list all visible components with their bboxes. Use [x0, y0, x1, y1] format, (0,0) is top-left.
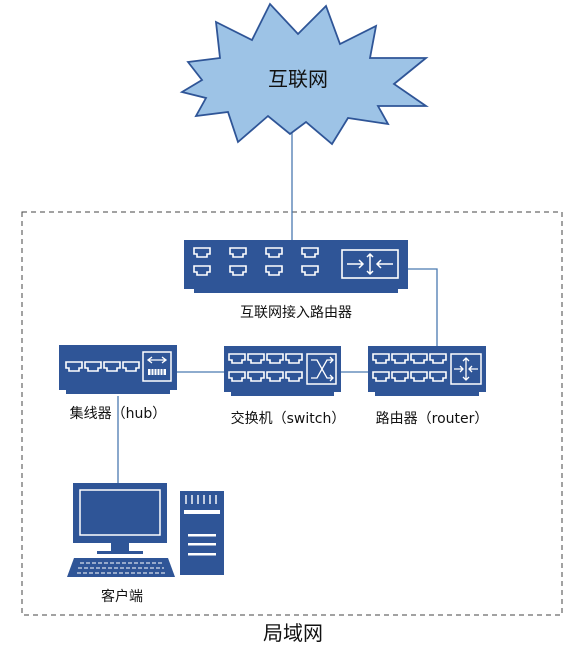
internet-label: 互联网 [268, 67, 328, 91]
crossed-arrows-icon [306, 353, 337, 385]
internet-cloud: 互联网 [179, 2, 429, 146]
link-access-router-router [408, 268, 438, 346]
router-label: 路由器（router） [376, 411, 489, 427]
lan-label: 局域网 [263, 621, 323, 645]
switch-label: 交换机（switch） [231, 410, 346, 427]
router-base [375, 392, 479, 396]
router-arrows-icon [450, 353, 482, 385]
switch-device: 交换机（switch） [224, 346, 345, 427]
access-router-device: 互联网接入路由器 [184, 240, 408, 321]
hub-base [66, 390, 170, 394]
cloud-shape [179, 2, 429, 146]
hub-device: 集线器（hub） [59, 345, 177, 422]
router-device: 路由器（router） [368, 346, 488, 427]
client-label: 客户端 [101, 588, 143, 605]
hub-icon [142, 351, 172, 382]
client-device: 客户端 [67, 483, 224, 605]
links [117, 130, 438, 483]
arrows-in-icon [341, 249, 399, 279]
keyboard-icon [67, 558, 175, 577]
switch-base [231, 392, 334, 396]
access-router-body [184, 240, 408, 289]
monitor-icon [73, 483, 167, 554]
access-router-base [194, 289, 398, 293]
hub-label: 集线器（hub） [70, 405, 167, 422]
access-router-label: 互联网接入路由器 [240, 304, 352, 321]
tower-icon [180, 491, 224, 575]
switch-body [224, 346, 341, 392]
